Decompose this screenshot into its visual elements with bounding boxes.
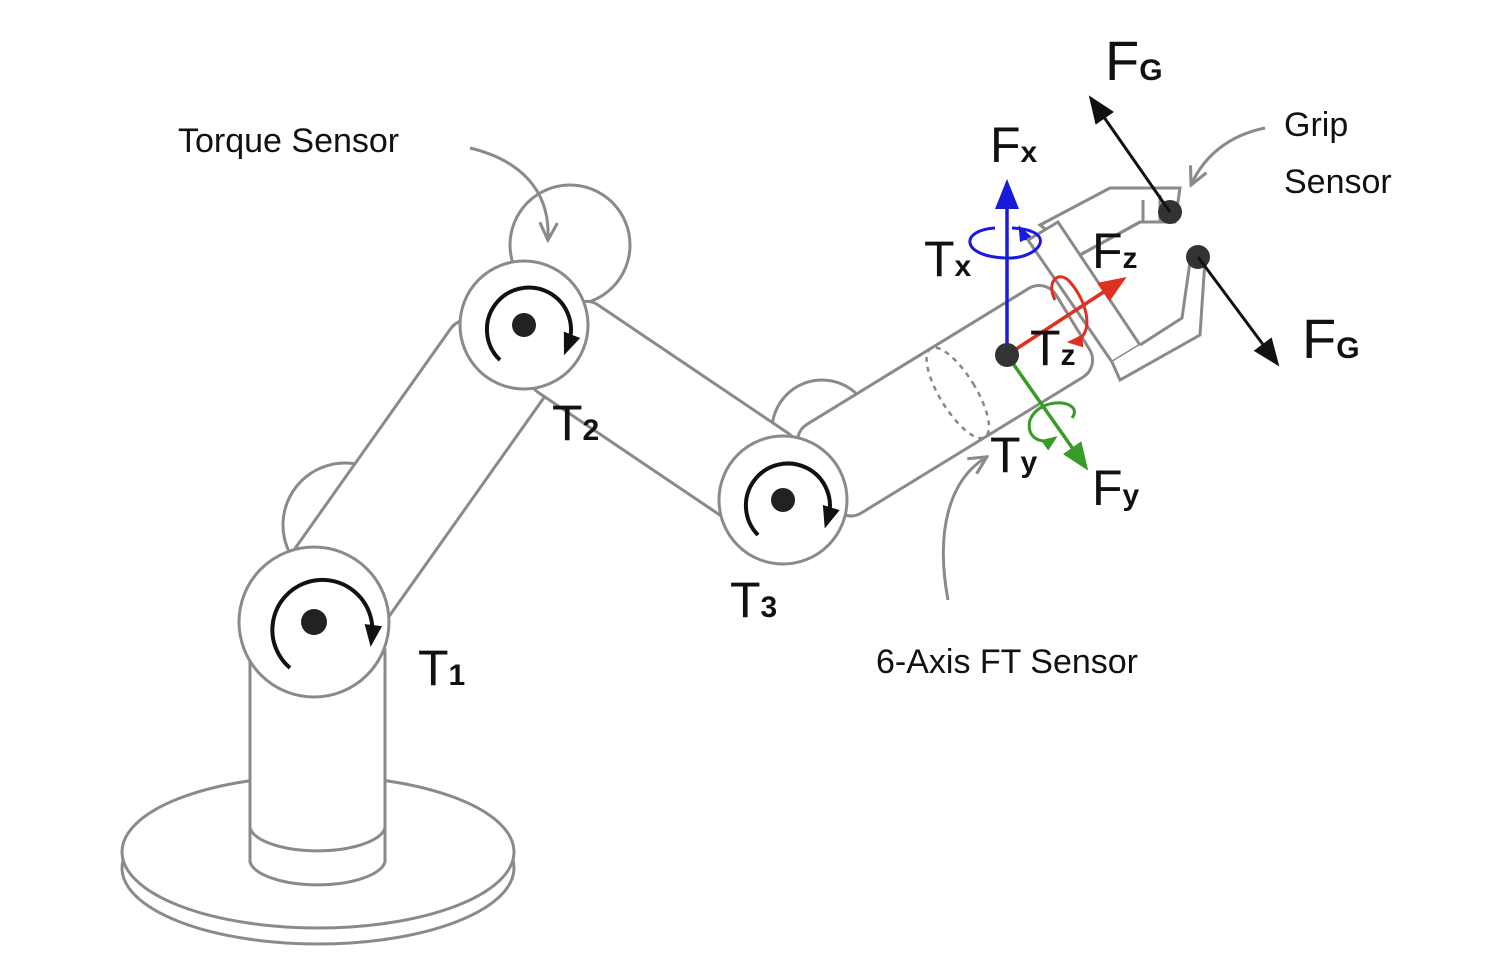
ft-sensor-label: 6-Axis FT Sensor [876, 643, 1138, 681]
fg-arrow-bottom [1196, 256, 1280, 367]
ty-label: Ty [990, 427, 1038, 483]
torque-sensor-label: Torque Sensor [178, 122, 399, 160]
grip-sensor-pointer [1192, 126, 1266, 183]
joint-3 [717, 434, 849, 566]
rotation-arrow-icon [484, 285, 581, 362]
torque-sensor-pointer [469, 146, 548, 238]
t3-label: T3 [730, 572, 777, 628]
gripper [1025, 186, 1207, 383]
rotation-arrow-icon [743, 461, 840, 537]
joint-1 [237, 545, 391, 699]
fy-label: Fy [1092, 460, 1140, 516]
fy-arrow [1005, 353, 1089, 471]
ft-sensor-ring [925, 346, 991, 440]
rotation-arrow-icon [270, 577, 383, 670]
tx-torque-arrow [968, 226, 1042, 260]
fg-top-label: FG [1105, 29, 1163, 92]
tz-label: Tz [1030, 320, 1076, 376]
fg-arrow-top [1088, 95, 1172, 213]
ft-axes [968, 179, 1127, 471]
fz-arrow [1006, 276, 1127, 357]
tz-torque-arrow [1050, 275, 1089, 348]
ty-torque-arrow [1027, 401, 1076, 451]
ft-origin [995, 343, 1019, 367]
ft-sensor-pointer [941, 458, 985, 601]
grip-sensor-label-line1: Grip [1284, 106, 1348, 144]
fz-label: Fz [1092, 223, 1138, 279]
grip-sensor-label-line2: Sensor [1284, 163, 1392, 201]
tx-label: Tx [924, 231, 972, 287]
fx-label: Fx [990, 117, 1038, 173]
joint-2 [458, 259, 590, 391]
t2-label: T2 [552, 395, 599, 451]
t1-label: T1 [418, 640, 465, 696]
robot-base [120, 648, 516, 946]
fg-bottom-label: FG [1302, 307, 1360, 370]
